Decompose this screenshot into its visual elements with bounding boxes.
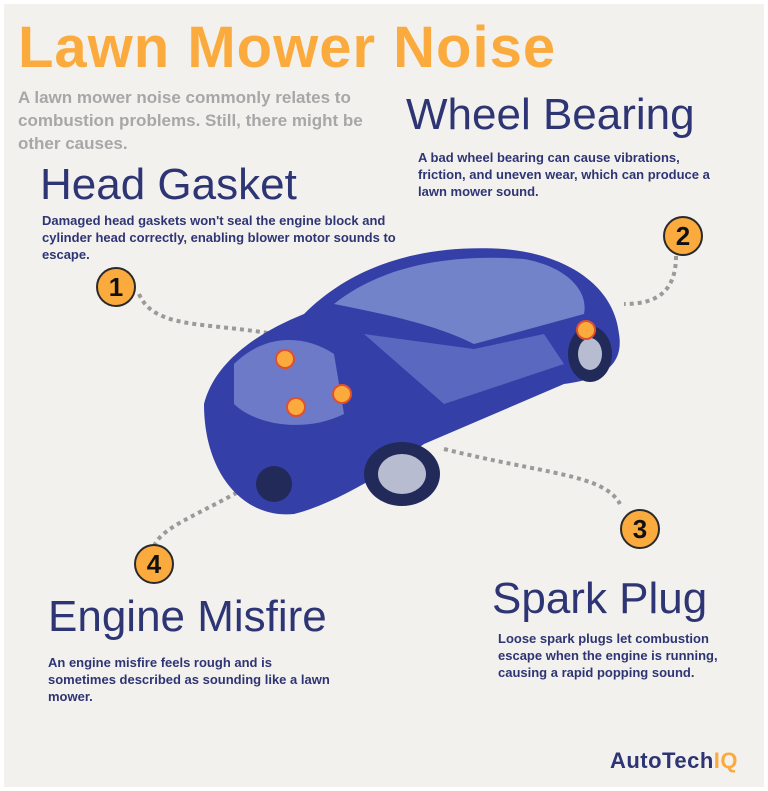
connector-2 bbox=[623, 255, 678, 306]
marker-wheel-bearing bbox=[576, 320, 596, 340]
text-engine-misfire: An engine misfire feels rough and is som… bbox=[48, 655, 330, 704]
marker-head-gasket-b bbox=[332, 384, 352, 404]
intro-text: A lawn mower noise commonly relates to c… bbox=[18, 88, 363, 153]
text-spark-plug: Loose spark plugs let combustion escape … bbox=[498, 631, 718, 680]
heading-engine-misfire: Engine Misfire bbox=[48, 592, 327, 641]
car-illustration bbox=[137, 248, 678, 547]
heading-spark-plug: Spark Plug bbox=[492, 574, 708, 623]
badge-1: 1 bbox=[96, 267, 136, 307]
badge-2: 2 bbox=[663, 216, 703, 256]
marker-head-gasket-a bbox=[275, 349, 295, 369]
page-title: Lawn Mower Noise bbox=[18, 15, 557, 80]
heading-head-gasket: Head Gasket bbox=[40, 160, 297, 209]
autotechiq-logo: AutoTechIQ bbox=[609, 748, 738, 773]
connector-1 bbox=[137, 293, 275, 336]
heading-wheel-bearing: Wheel Bearing bbox=[406, 90, 695, 139]
marker-engine bbox=[286, 397, 306, 417]
text-head-gasket: Damaged head gaskets won't seal the engi… bbox=[42, 213, 396, 262]
connector-3 bbox=[443, 447, 622, 506]
badge-3: 3 bbox=[620, 509, 660, 549]
car-body bbox=[204, 248, 620, 515]
text-wheel-bearing: A bad wheel bearing can cause vibrations… bbox=[418, 150, 710, 199]
badge-4: 4 bbox=[134, 544, 174, 584]
infographic: Lawn Mower Noise A lawn mower noise comm… bbox=[4, 4, 764, 787]
